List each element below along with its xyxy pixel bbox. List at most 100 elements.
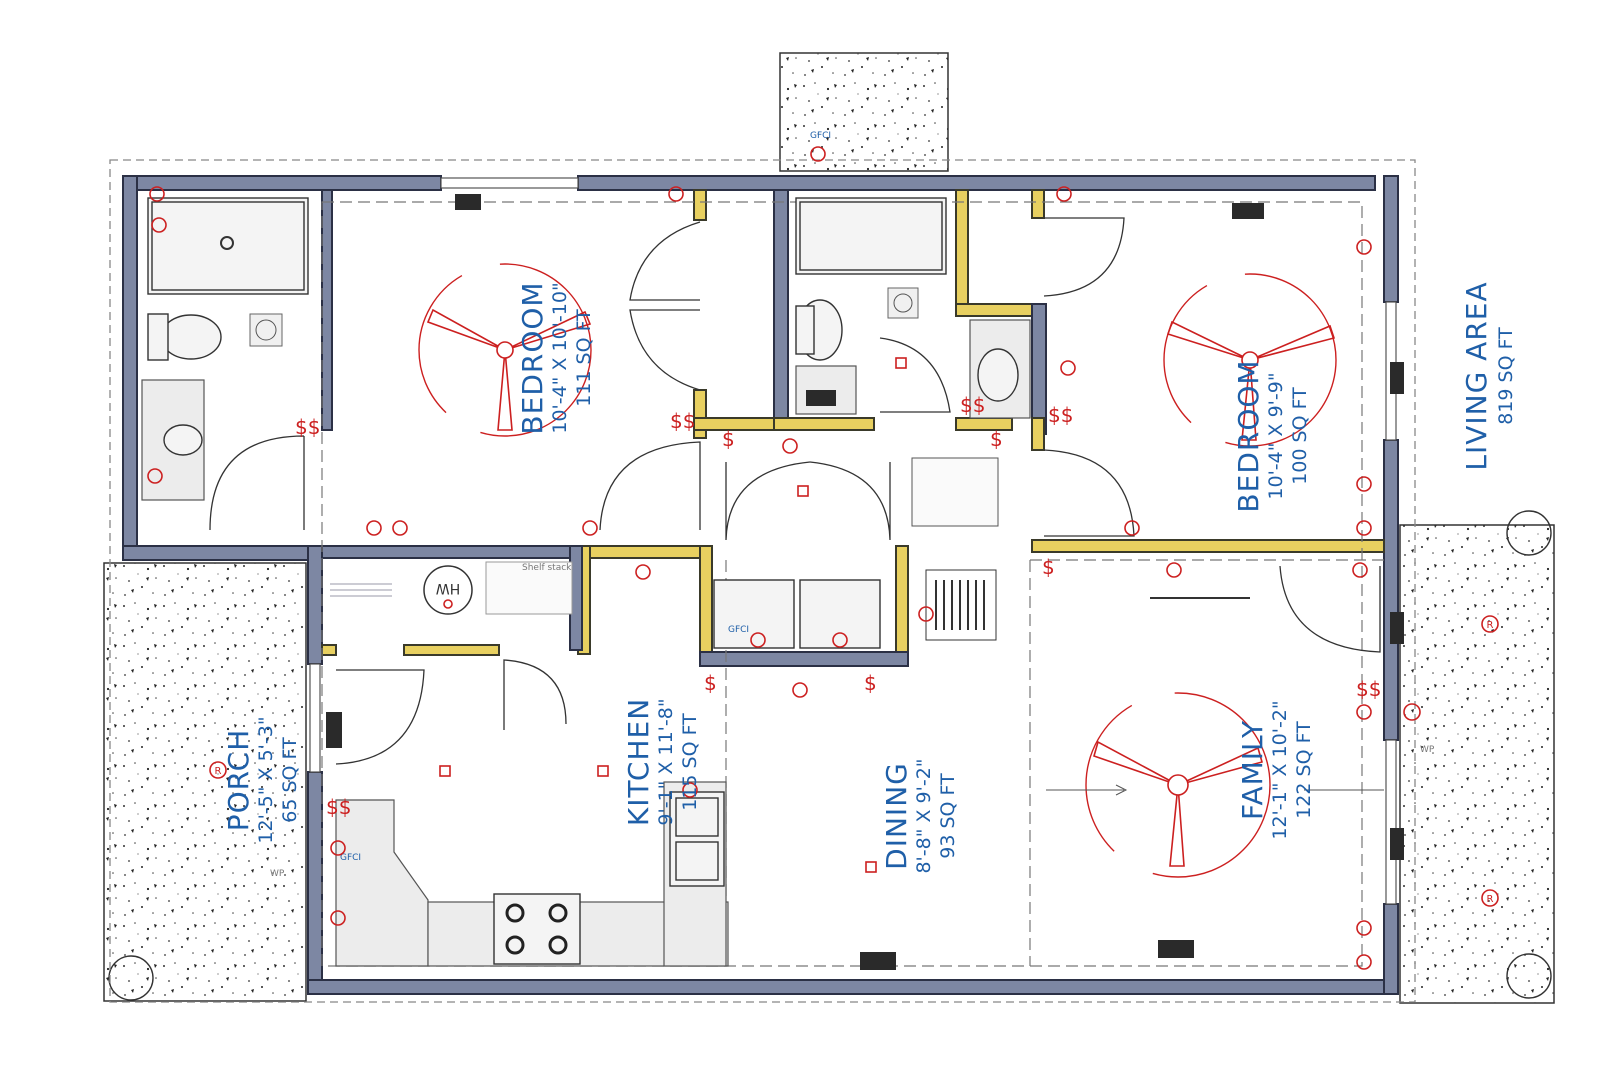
svg-text:12'-1" X 10'-2": 12'-1" X 10'-2" (1269, 700, 1291, 839)
svg-text:$: $ (722, 427, 735, 451)
closet-door-swing (629, 221, 701, 301)
interior-walls (321, 189, 1385, 667)
svg-text:$$: $$ (326, 795, 351, 819)
svg-text:93 SQ FT: 93 SQ FT (937, 773, 959, 859)
svg-text:115 SQ FT: 115 SQ FT (679, 713, 701, 811)
bedroom-1-outlet (455, 194, 481, 210)
hall-closet (911, 457, 999, 527)
patio-post-icon (1506, 510, 1552, 556)
porch-wp-label: WP (270, 869, 285, 879)
bedroom-2-ceiling-fan-icon (1163, 273, 1337, 447)
utility-room: HW Shelf stack (330, 561, 573, 615)
laundry (713, 579, 881, 649)
patio-wp-label: WP (1420, 745, 1435, 755)
porch-pad (103, 562, 307, 1002)
bedroom-1-door-swing (599, 441, 701, 531)
svg-text:65 SQ FT: 65 SQ FT (279, 737, 301, 823)
svg-text:10'-4" X 9'-9": 10'-4" X 9'-9" (1265, 372, 1287, 499)
svg-text:100 SQ FT: 100 SQ FT (1289, 387, 1311, 485)
svg-text:111 SQ FT: 111 SQ FT (573, 309, 595, 407)
closet-door-swing (629, 309, 701, 391)
laundry-gfci-label: GFCI (728, 625, 749, 635)
svg-text:LIVING AREA: LIVING AREA (1460, 281, 1493, 470)
svg-text:12'-5" X 5'-3": 12'-5" X 5'-3" (255, 716, 277, 843)
svg-text:BEDROOM: BEDROOM (1232, 359, 1265, 512)
bedroom-2-label: BEDROOM 10'-4" X 9'-9" 100 SQ FT (1232, 359, 1311, 512)
hall-door-swing (809, 461, 891, 541)
porch-label: PORCH 12'-5" X 5'-3" 65 SQ FT (222, 716, 301, 843)
svg-text:KITCHEN: KITCHEN (622, 698, 655, 826)
electrical-symbols (147, 146, 1372, 970)
svg-text:$: $ (990, 427, 1003, 451)
svg-text:122 SQ FT: 122 SQ FT (1293, 721, 1315, 819)
svg-text:R: R (1487, 620, 1494, 631)
family-ceiling-fan-icon (1085, 692, 1271, 878)
chimney-pad (779, 52, 949, 172)
patio-door-swing (1279, 565, 1381, 653)
svg-text:BEDROOM: BEDROOM (516, 281, 549, 434)
sink-icon (163, 424, 203, 456)
porch-post-icon (108, 955, 154, 1001)
svg-text:R: R (215, 766, 222, 777)
bedroom-2-outlet (1390, 362, 1404, 394)
roofline (109, 159, 1416, 1003)
shelf-stack (485, 561, 573, 615)
svg-text:$$: $$ (960, 393, 985, 417)
receptacle-symbols: R R R (209, 357, 1499, 907)
family-outlet (1158, 940, 1194, 958)
water-heater-label: HW (436, 580, 461, 596)
family-outlet (1390, 612, 1404, 644)
bath-1-fixtures (141, 197, 309, 501)
exhaust-fan-icon (887, 287, 919, 319)
entry-door-swing (335, 669, 425, 765)
bath-1-door-swing (209, 435, 305, 531)
bedroom-2-closet-door-swing (1043, 217, 1125, 297)
svg-text:PORCH: PORCH (222, 729, 255, 832)
shower-drain-icon (220, 236, 234, 250)
sink-icon (977, 348, 1019, 402)
dryer (799, 579, 881, 649)
dining-label: DINING 8'-8" X 9'-2" 93 SQ FT (880, 758, 959, 873)
shelf-label: Shelf stack (522, 563, 572, 573)
svg-text:8'-8" X 9'-2": 8'-8" X 9'-2" (913, 758, 935, 873)
switch-symbols: $$ $$ $ $$ $ $$ $ $ $ $$ $$ (295, 393, 1381, 819)
bath-2-door-swing (879, 337, 951, 413)
svg-text:$$: $$ (1048, 403, 1073, 427)
svg-text:$: $ (864, 671, 877, 695)
water-heater-icon (423, 565, 473, 615)
kitchen-gfci-label: GFCI (340, 853, 361, 863)
kitchen-label: KITCHEN 9'-1" X 11'-8" 115 SQ FT (622, 698, 701, 826)
ceiling-lines (321, 201, 1384, 967)
svg-text:819 SQ FT: 819 SQ FT (1495, 327, 1517, 425)
patio-pad (1399, 524, 1555, 1004)
bedroom-2-door-swing (1043, 449, 1135, 537)
chimney-gfci-label: GFCI (810, 131, 831, 141)
family-label: FAMILY 12'-1" X 10'-2" 122 SQ FT (1236, 700, 1315, 839)
range (493, 893, 581, 965)
svg-text:10'-4" X 10'-10": 10'-4" X 10'-10" (549, 282, 571, 433)
svg-text:$$: $$ (295, 415, 320, 439)
svg-text:$: $ (1042, 555, 1055, 579)
kitchen-cabinets (335, 781, 729, 967)
bedroom-1-ceiling-fan-icon (418, 263, 592, 437)
dining-outlet (860, 952, 896, 970)
family-outlet (1390, 828, 1404, 860)
bedroom-1-label: BEDROOM 10'-4" X 10'-10" 111 SQ FT (516, 281, 595, 434)
bedroom-2-outlet (1232, 203, 1264, 219)
svg-text:$$: $$ (670, 409, 695, 433)
exhaust-fan-icon (249, 313, 283, 347)
svg-text:$: $ (704, 671, 717, 695)
bath-2-fixtures (795, 197, 1031, 419)
svg-text:R: R (1487, 894, 1494, 905)
svg-text:9'-1" X 11'-8": 9'-1" X 11'-8" (655, 698, 677, 825)
washer (713, 579, 795, 649)
living-area-label: LIVING AREA 819 SQ FT (1460, 281, 1517, 470)
patio-post-icon (1506, 953, 1552, 999)
hall-door-swing (725, 461, 811, 541)
svg-text:$$: $$ (1356, 677, 1381, 701)
toilet-icon (160, 314, 222, 360)
svg-text:DINING: DINING (880, 762, 913, 870)
utility-door-swing (503, 659, 567, 730)
svg-text:FAMILY: FAMILY (1236, 720, 1269, 820)
